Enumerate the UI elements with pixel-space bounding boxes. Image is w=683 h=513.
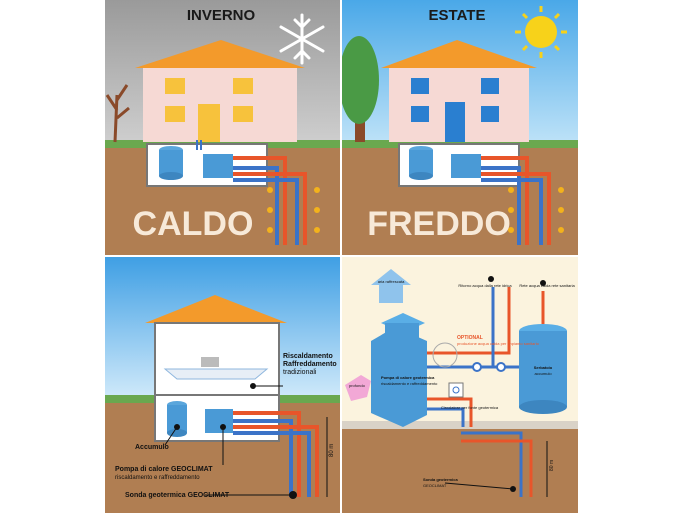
serbatoio-sub-label: accumulo xyxy=(534,371,552,376)
season-label: INVERNO xyxy=(187,7,256,24)
aria-label: aria raffrescata xyxy=(378,279,405,284)
window xyxy=(165,78,185,94)
pompa-sub-label: riscaldamento e raffreddamento xyxy=(381,381,438,386)
heat-blob xyxy=(345,375,371,401)
depth-label: 80 m xyxy=(329,444,335,457)
panel-inverno: INVERNO CALDO xyxy=(105,0,341,255)
estate-illustration: ESTATE FREDDO xyxy=(341,0,578,255)
tank xyxy=(159,150,183,176)
pipes xyxy=(427,287,545,497)
storage-tank xyxy=(519,331,567,407)
pompa-label: Pompa di calore geotermica xyxy=(381,375,435,380)
pipes xyxy=(481,156,551,245)
heat-pump-label: Pompa di calore GEOCLIMAT xyxy=(115,466,213,473)
valve-icon xyxy=(472,362,482,372)
system-detail-illustration: aria raffrescata profondo Pompa di calor… xyxy=(341,257,578,513)
inverno-illustration: INVERNO CALDO xyxy=(105,0,341,255)
roof xyxy=(381,40,537,68)
probe-marker xyxy=(289,491,297,499)
window xyxy=(165,106,185,122)
cool-air-arrow xyxy=(371,269,411,303)
sun-icon xyxy=(515,6,567,58)
probe-label: Sonda geotermica GEOCLIMAT xyxy=(125,492,230,499)
bare-tree-icon xyxy=(105,84,130,143)
roof xyxy=(145,295,287,323)
panel-system-detail: aria raffrescata profondo Pompa di calor… xyxy=(341,257,578,513)
heat-pump-block xyxy=(371,327,427,427)
accumulo-label: Accumulo xyxy=(135,444,169,451)
traditional-label: Riscaldamento Raffreddamento tradizional… xyxy=(283,353,339,376)
geothermal-heat-arrows xyxy=(508,187,564,233)
circolatore-label: Circolatore per fonte geotermica xyxy=(441,405,499,410)
window xyxy=(233,78,253,94)
tank xyxy=(409,150,433,176)
ceiling-unit xyxy=(201,357,219,367)
panel-estate: ESTATE FREDDO xyxy=(341,0,578,255)
panel-divider-horizontal xyxy=(105,255,578,257)
geoclimat-house-illustration: 80 m Riscaldamento Raffreddamento tradiz… xyxy=(105,257,341,513)
window xyxy=(233,106,253,122)
panel-geoclimat-house: 80 m Riscaldamento Raffreddamento tradiz… xyxy=(105,257,341,513)
window xyxy=(481,78,499,94)
ground xyxy=(341,427,578,513)
valve-icon xyxy=(496,362,506,372)
heat-pump-sub-label: riscaldamento e raffreddamento xyxy=(115,475,200,481)
optional-sub-label: produzione acqua calda per impianto sani… xyxy=(457,341,540,346)
window xyxy=(411,78,429,94)
sonda-label: Sonda geotermica xyxy=(423,477,458,482)
mode-label: FREDDO xyxy=(367,205,511,243)
snowflake-icon xyxy=(279,13,325,65)
heat-pump-box xyxy=(203,154,233,178)
ritorno-label: Ritorno acqua dalla rete idrica xyxy=(458,283,512,288)
door xyxy=(198,104,220,142)
heat-pump-box xyxy=(205,409,233,433)
pipes xyxy=(233,411,319,497)
window xyxy=(411,106,429,122)
profondo-label: profondo xyxy=(349,383,366,388)
serbatoio-label: Serbatoio xyxy=(534,365,553,370)
pipes xyxy=(196,140,307,245)
optional-circle xyxy=(432,342,458,368)
tree-icon xyxy=(341,36,379,142)
optional-label: OPTIONAL xyxy=(457,335,483,341)
roof xyxy=(135,40,305,68)
window xyxy=(481,106,499,122)
tank xyxy=(167,405,187,433)
door xyxy=(445,102,465,142)
mode-label: CALDO xyxy=(133,205,254,243)
season-label: ESTATE xyxy=(429,7,486,24)
geothermal-heat-arrows xyxy=(267,187,320,233)
sonda-sub-label: GEOCLIMAT xyxy=(423,483,447,488)
rete-label: Rete acqua calda rete sanitaria xyxy=(519,283,575,288)
heat-pump-box xyxy=(451,154,481,178)
depth-label: 80 m xyxy=(549,460,555,471)
